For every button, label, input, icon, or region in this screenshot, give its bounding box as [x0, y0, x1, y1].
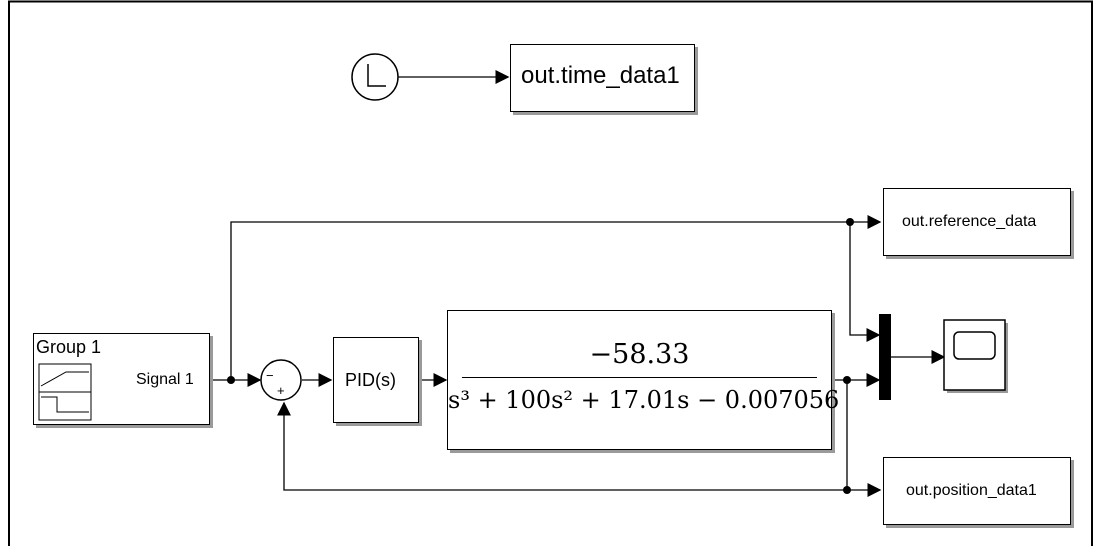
diagram-frame	[8, 0, 1093, 546]
signal-builder-signal-label: Signal 1	[136, 371, 194, 388]
reference-output-label: out.reference_data	[902, 213, 1037, 230]
signal-builder-block[interactable]: Group 1 Signal 1	[33, 333, 210, 425]
time-output-block[interactable]: out.time_data1	[510, 44, 695, 112]
position-output-block[interactable]: out.position_data1	[883, 457, 1071, 525]
pid-block[interactable]: PID(s)	[333, 337, 419, 423]
wire-reference-to-mux[interactable]	[849, 222, 881, 342]
tf-fraction-bar	[462, 377, 817, 378]
wire-reference-branch[interactable]	[230, 215, 882, 380]
mux-block[interactable]	[879, 314, 891, 400]
time-output-label: out.time_data1	[521, 62, 680, 89]
junction-reference	[846, 218, 854, 226]
tf-denominator: s³ + 100s² + 17.01s − 0.007056	[448, 386, 840, 414]
pid-label: PID(s)	[345, 370, 396, 390]
junction-feedback	[843, 486, 851, 494]
reference-output-block[interactable]: out.reference_data	[883, 188, 1071, 256]
scope-screen-icon	[953, 331, 996, 360]
wire-position-branch[interactable]	[846, 380, 882, 497]
clock-icon	[367, 64, 386, 87]
wire-feedback[interactable]	[277, 401, 847, 491]
tf-numerator: −58.33	[589, 339, 690, 370]
sum-block[interactable]	[260, 359, 302, 401]
transfer-fcn-block[interactable]: −58.33 s³ + 100s² + 17.01s − 0.007056	[447, 310, 840, 450]
position-output-label: out.position_data1	[906, 482, 1037, 499]
sum-minus-sign: −	[266, 368, 274, 383]
signal-builder-icon	[38, 363, 92, 421]
sum-plus-sign: +	[277, 383, 285, 398]
signal-builder-group-label: Group 1	[36, 337, 102, 357]
junction-output	[843, 376, 851, 384]
scope-block[interactable]	[943, 319, 1008, 393]
clock-block[interactable]	[351, 53, 399, 101]
junction-signal	[227, 376, 235, 384]
